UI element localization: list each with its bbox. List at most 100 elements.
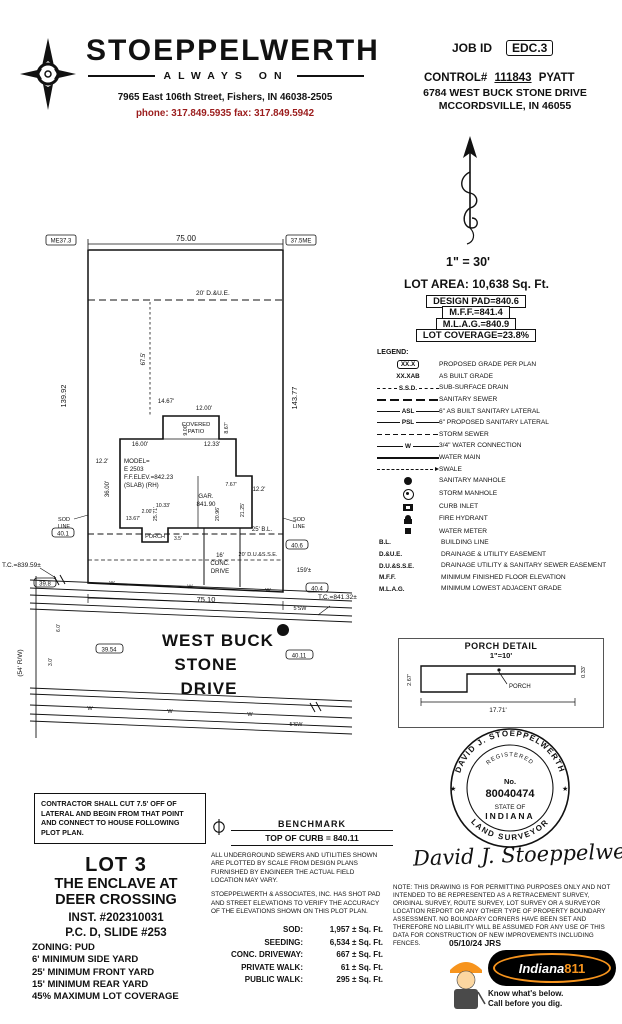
street-dim: 3.0' bbox=[48, 658, 54, 666]
legend-title: LEGEND: bbox=[377, 349, 409, 356]
control-name: PYATT bbox=[538, 72, 575, 84]
swale-symbol bbox=[377, 467, 439, 472]
lot-depth-right: 143.77 bbox=[290, 387, 299, 410]
porch-detail: PORCH DETAIL 1"=10' PORCH 17.71' 2.67' 0… bbox=[398, 638, 604, 728]
lot-identification: LOT 3 THE ENCLAVE AT DEER CROSSING INST.… bbox=[18, 854, 214, 1004]
street-name: STONE bbox=[174, 655, 237, 674]
sod-line-label: SOD bbox=[58, 517, 70, 523]
legend-row: WATER MAIN bbox=[377, 454, 619, 462]
seal-registered: REGISTERED bbox=[486, 752, 534, 766]
curb-inlet-icon bbox=[377, 503, 439, 511]
legend-row: M.F.F. MINIMUM FINISHED FLOOR ELEVATION bbox=[379, 573, 566, 582]
house-dim: 8.67' bbox=[224, 422, 230, 433]
sanitary-manhole-symbol bbox=[277, 624, 289, 636]
model-label: E 2503 bbox=[124, 466, 144, 473]
porch-width-dim: 17.71' bbox=[489, 707, 507, 714]
legend-row: CURB INLET bbox=[377, 503, 619, 511]
legend-row: WATER METER bbox=[377, 527, 619, 535]
legend-row: B.L. BUILDING LINE bbox=[379, 539, 489, 547]
drawing-scale: 1" = 30' bbox=[446, 255, 491, 269]
house-dim: 7.67' bbox=[225, 482, 236, 488]
design-values: DESIGN PAD=840.6 M.F.F.=841.4 M.L.A.G.=8… bbox=[400, 294, 552, 343]
legend-row: ASL 6" AS BUILT SANITARY LATERAL bbox=[377, 407, 619, 415]
call811-tagline1: Know what's below. bbox=[488, 989, 564, 998]
legend-row: PSL 6" PROPOSED SANITARY LATERAL bbox=[377, 419, 619, 427]
grade-label: 40.11 bbox=[292, 654, 307, 660]
water-meter-icon bbox=[377, 528, 439, 535]
patio-label: PATIO bbox=[188, 429, 205, 435]
model-label: (SLAB) (RH) bbox=[124, 482, 159, 489]
zoning-requirements: ZONING: PUD 6' MINIMUM SIDE YARD 25' MIN… bbox=[18, 942, 214, 1004]
contractor-note: CONTRACTOR SHALL CUT 7.5' OFF OF LATERAL… bbox=[34, 793, 206, 844]
garage-label: 841.90 bbox=[197, 501, 216, 508]
street-name: DRIVE bbox=[181, 679, 238, 698]
sidewalk-label: 5'SW bbox=[290, 722, 304, 728]
quantities-table: SOD:1,957 ± Sq. Ft. SEEDING:6,534 ± Sq. … bbox=[211, 925, 383, 984]
house-dim: 3.5' bbox=[174, 536, 182, 542]
legend-row: S.S.D. SUB-SURFACE DRAIN bbox=[377, 384, 619, 392]
sod-line-label: LINE bbox=[58, 524, 71, 530]
site-plan-drawing: 75.00 ME37.3 37.5ME 20' D.&U.E. 139.92 1… bbox=[2, 234, 357, 738]
quantity-row: SOD:1,957 ± Sq. Ft. bbox=[283, 925, 383, 935]
seal-star-left: ★ bbox=[450, 785, 456, 793]
drive-label: DRIVE bbox=[211, 569, 229, 575]
proposed-lateral-symbol: PSL bbox=[377, 419, 439, 426]
water-main-mark: W bbox=[87, 706, 93, 712]
legend-row: XX.X PROPOSED GRADE PER PLAN bbox=[377, 360, 619, 369]
mff-abbrev: M.F.F. bbox=[379, 574, 396, 582]
site-address-line1: 6784 WEST BUCK STONE DRIVE bbox=[423, 87, 587, 99]
house-dim: 12.33' bbox=[204, 442, 220, 448]
house-dim: 9.00' bbox=[183, 424, 189, 435]
compass-logo-icon bbox=[20, 38, 76, 110]
company-tagline: ALWAYS ON bbox=[88, 70, 365, 82]
digger-mascot-icon bbox=[450, 962, 486, 1009]
sidewalk-label: 5'SW bbox=[294, 606, 308, 612]
house-dim: 12.2' bbox=[253, 487, 266, 493]
lot-area: LOT AREA: 10,638 Sq. Ft. bbox=[404, 277, 549, 291]
date-initials: 05/10/24 JRS bbox=[449, 938, 501, 948]
water-main-mark: W bbox=[109, 581, 115, 587]
lot-depth-left: 139.92 bbox=[59, 385, 68, 408]
building-line-abbrev: B.L. bbox=[379, 539, 391, 547]
building-line-label: 25' B.L. bbox=[252, 527, 272, 533]
legend-row: W 3/4" WATER CONNECTION bbox=[377, 442, 619, 450]
top-of-curb-label: T.C.=841.32± bbox=[318, 594, 357, 601]
porch-detail-drawing: PORCH 17.71' 2.67' 0.33' bbox=[407, 665, 587, 714]
house-dim: 13.67' bbox=[126, 516, 140, 522]
grade-label: 39.8 bbox=[39, 582, 51, 588]
lot-coverage: LOT COVERAGE=23.8% bbox=[415, 329, 537, 343]
storm-manhole-icon bbox=[377, 488, 439, 500]
permitting-note: NOTE: THIS DRAWING IS FOR PERMITTING PUR… bbox=[393, 884, 611, 947]
street-dim: 6.0' bbox=[56, 624, 62, 632]
seal-number: 80040474 bbox=[486, 788, 536, 800]
drive-label: CONC. bbox=[210, 561, 230, 567]
indiana811-number: 811 bbox=[564, 960, 586, 976]
lot-number: LOT 3 bbox=[85, 854, 147, 876]
water-main-mark: W bbox=[265, 588, 271, 594]
house-dim: 21.25' bbox=[240, 503, 246, 517]
seal-indiana: INDIANA bbox=[485, 811, 534, 821]
sod-line-label: LINE bbox=[293, 524, 306, 530]
seal-star-right: ★ bbox=[562, 785, 568, 793]
porch-left-dim: 2.67' bbox=[407, 674, 413, 686]
porch-label: PORCH bbox=[145, 534, 165, 540]
side-yard: 6' MINIMUM SIDE YARD bbox=[32, 954, 139, 966]
subdivision-name: THE ENCLAVE AT bbox=[54, 876, 178, 892]
legend-row: D.U.&S.S.E. DRAINAGE UTILITY & SANITARY … bbox=[379, 562, 607, 570]
legend-row: STORM MANHOLE bbox=[377, 488, 619, 500]
asbuilt-grade-symbol: XX.XAB bbox=[396, 373, 420, 381]
frontage-dim: 159'± bbox=[297, 568, 312, 574]
legend-row: STORM SEWER bbox=[377, 431, 619, 439]
water-main-mark: W bbox=[187, 585, 193, 591]
porch-right-dim: 0.33' bbox=[581, 666, 587, 678]
due-abbrev: D.&U.E. bbox=[379, 551, 403, 558]
job-id-row: JOB ID EDC.3 bbox=[452, 40, 554, 56]
seal-state-of: STATE OF bbox=[495, 804, 526, 811]
easement-label: 20' D.U.&S.S.E. bbox=[239, 552, 278, 558]
porch-detail-title: PORCH DETAIL bbox=[464, 641, 538, 651]
water-main-symbol bbox=[377, 456, 439, 459]
legend-row: FIRE HYDRANT bbox=[377, 514, 619, 524]
